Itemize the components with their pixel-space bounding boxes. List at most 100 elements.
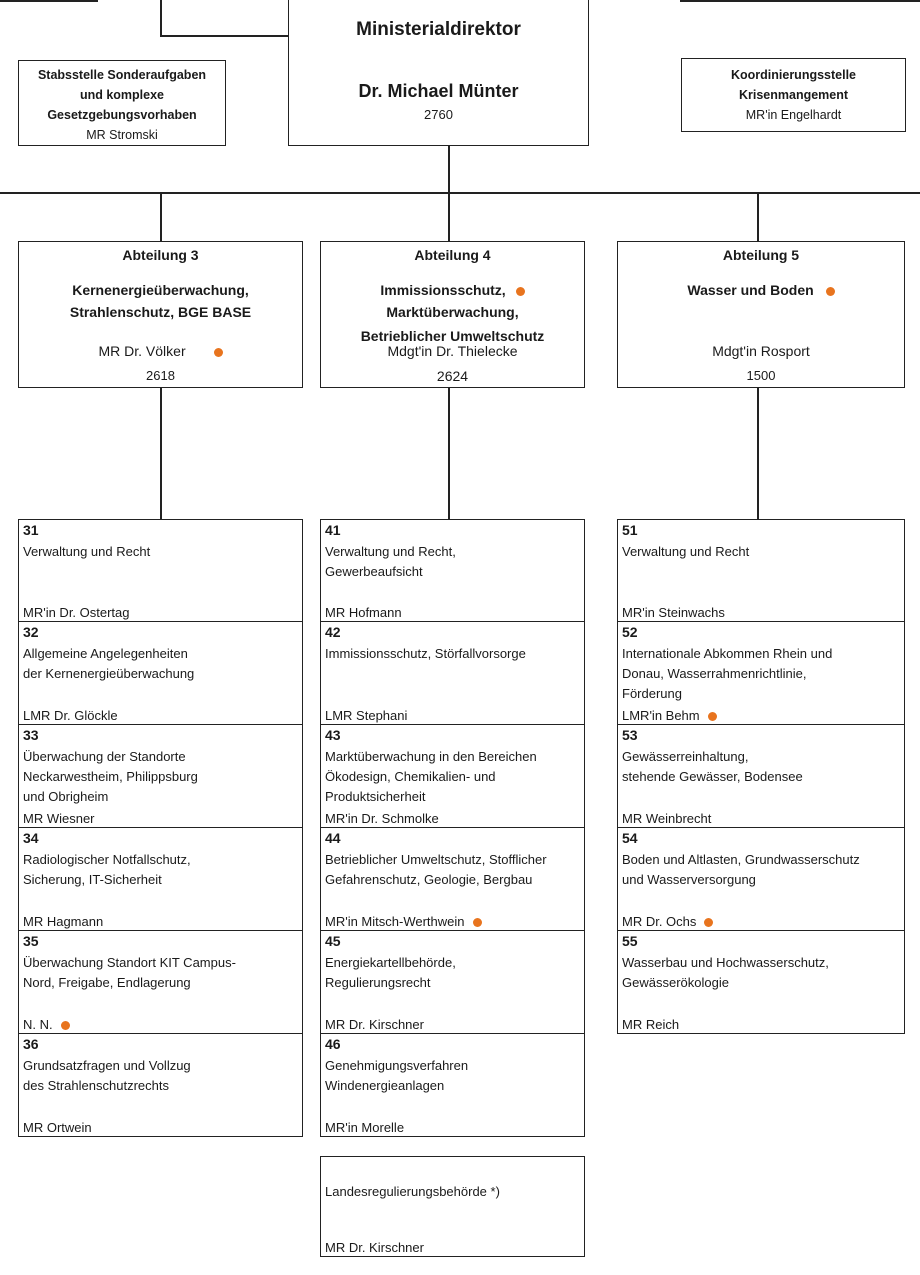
unit-description-line: Neckarwestheim, Philippsburg xyxy=(23,769,198,784)
unit-head: MR Wiesner xyxy=(23,811,95,826)
connector-line xyxy=(0,0,98,2)
unit-description-line: der Kernenergieüberwachung xyxy=(23,666,195,681)
connector-line xyxy=(448,192,450,242)
unit-description: Verwaltung und Recht xyxy=(622,542,894,562)
staff-unit-title-line: Stabsstelle Sonderaufgaben xyxy=(37,68,207,82)
unit-head: LMR Dr. Glöckle xyxy=(23,708,118,723)
marker-dot-icon xyxy=(704,918,714,928)
connector-line xyxy=(448,145,450,193)
unit-head-name: MR Wiesner xyxy=(23,811,95,826)
unit-head-name: MR Hagmann xyxy=(23,914,104,929)
unit-number: 52 xyxy=(622,624,638,640)
regulator-head: MR Dr. Kirschner xyxy=(325,1240,424,1255)
unit-head: MR'in Dr. Schmolke xyxy=(325,811,439,826)
regulator-box: Landesregulierungsbehörde *) MR Dr. Kirs… xyxy=(320,1156,585,1257)
department-topic-text: Wasser und Boden xyxy=(687,282,814,298)
unit-description-line: Energiekartellbehörde, xyxy=(325,955,456,970)
unit-description-line: Boden und Altlasten, Grundwasserschutz xyxy=(622,852,860,867)
unit-head: MR Weinbrecht xyxy=(622,811,711,826)
unit-number: 36 xyxy=(23,1036,39,1052)
unit-description: Verwaltung und Recht xyxy=(23,542,292,562)
unit-head-name: MR'in Dr. Ostertag xyxy=(23,605,130,620)
marker-dot-icon xyxy=(825,286,835,296)
coordination-title-line: Krisenmangement xyxy=(738,88,849,102)
unit-head-name: LMR Dr. Glöckle xyxy=(23,708,118,723)
connector-line xyxy=(757,192,759,242)
department-3-box: Abteilung 3 Kernenergieüberwachung, Stra… xyxy=(18,241,303,388)
unit-head: LMR Stephani xyxy=(325,708,407,723)
staff-unit-title-line: Gesetzgebungsvorhaben xyxy=(47,108,197,122)
regulator-title: Landesregulierungsbehörde *) xyxy=(325,1184,500,1199)
department-name: Abteilung 4 xyxy=(414,247,491,263)
unit-head: MR'in Dr. Ostertag xyxy=(23,605,130,620)
unit-head-name: LMR Stephani xyxy=(325,708,408,723)
connector-line xyxy=(160,35,288,37)
unit-description-line: Donau, Wasserrahmenrichtlinie, xyxy=(622,666,807,681)
unit-description: Immissionsschutz, Störfallvorsorge xyxy=(325,644,575,664)
unit-head-name: N. N. xyxy=(23,1017,53,1032)
unit-description-line: Produktsicherheit xyxy=(325,789,426,804)
unit-number: 31 xyxy=(23,522,39,538)
connector-line xyxy=(160,0,162,36)
department-name: Abteilung 3 xyxy=(122,247,199,263)
department-topic-line: Strahlenschutz, BGE BASE xyxy=(69,304,252,320)
unit-number: 42 xyxy=(325,624,341,640)
marker-dot-icon xyxy=(515,286,525,296)
unit-head-name: MR'in Dr. Schmolke xyxy=(325,811,439,826)
coordination-title-line: Koordinierungsstelle xyxy=(730,68,857,82)
unit-description: Wasserbau und Hochwasserschutz,Gewässerö… xyxy=(622,953,894,993)
unit-description-line: stehende Gewässer, Bodensee xyxy=(622,769,803,784)
unit-number: 34 xyxy=(23,830,39,846)
unit-head: LMR'in Behm xyxy=(622,708,717,723)
unit-description: Energiekartellbehörde,Regulierungsrecht xyxy=(325,953,575,993)
director-title: Ministerialdirektor xyxy=(356,19,521,40)
connector-line xyxy=(757,387,759,520)
unit-description-line: Förderung xyxy=(622,686,682,701)
staff-unit-title-line: und komplexe xyxy=(79,88,165,102)
department-topic-line: Immissionsschutz, xyxy=(321,279,584,301)
unit-description: Verwaltung und Recht,Gewerbeaufsicht xyxy=(325,542,575,582)
unit-number: 54 xyxy=(622,830,638,846)
unit-description-line: Verwaltung und Recht xyxy=(23,544,151,559)
unit-number: 51 xyxy=(622,522,638,538)
staff-unit-box: Stabsstelle Sonderaufgaben und komplexe … xyxy=(18,60,226,146)
unit-description-line: und Obrigheim xyxy=(23,789,109,804)
unit-description-line: Verwaltung und Recht, xyxy=(325,544,456,559)
unit-description-line: Marktüberwachung in den Bereichen xyxy=(325,749,537,764)
department-topic-line: Betrieblicher Umweltschutz xyxy=(360,328,545,344)
unit-description-line: Gewässerreinhaltung, xyxy=(622,749,749,764)
marker-dot-icon xyxy=(472,918,482,928)
unit-number: 46 xyxy=(325,1036,341,1052)
connector-line xyxy=(160,192,162,242)
unit-number: 55 xyxy=(622,933,638,949)
unit-head-name: MR'in Mitsch-Werthwein xyxy=(325,914,465,929)
unit-head-name: MR Reich xyxy=(622,1017,680,1032)
unit-head-name: MR'in Steinwachs xyxy=(622,605,725,620)
unit-description: Gewässerreinhaltung, stehende Gewässer, B… xyxy=(622,747,894,787)
unit-head: N. N. xyxy=(23,1017,70,1032)
unit-head: MR Hofmann xyxy=(325,605,402,620)
unit-head: MR Ortwein xyxy=(23,1120,92,1135)
coordination-box: Koordinierungsstelle Krisenmangement MR'… xyxy=(681,58,906,132)
unit-head: MR Dr. Ochs xyxy=(622,914,714,929)
department-topic-line: Wasser und Boden xyxy=(618,279,904,301)
department-5-box: Abteilung 5 Wasser und Boden Mdgt'in Ros… xyxy=(617,241,905,388)
unit-description-line: Internationale Abkommen Rhein und xyxy=(622,646,833,661)
unit-head-name: MR Dr. Ochs xyxy=(622,914,697,929)
unit-number: 44 xyxy=(325,830,341,846)
unit-description-line: des Strahlenschutzrechts xyxy=(23,1078,169,1093)
department-name: Abteilung 5 xyxy=(722,247,800,263)
unit-head-name: MR Ortwein xyxy=(23,1120,92,1135)
director-name: Dr. Michael Münter xyxy=(358,81,519,101)
department-head: Mdgt'in Dr. Thielecke xyxy=(387,343,518,359)
